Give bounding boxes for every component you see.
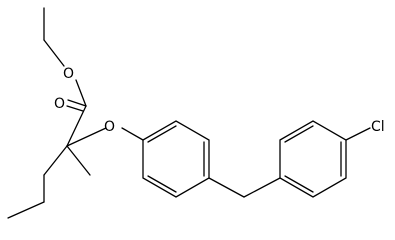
ring2-inner-bond-a — [284, 125, 314, 143]
ether-oxygen-label: O — [104, 119, 115, 135]
bond-propyl-3 — [7, 201, 45, 219]
bond-ch2-ring2 — [243, 177, 281, 198]
bond-ring1-ch2 — [208, 177, 245, 198]
bond-ester-o-carbonyl — [75, 79, 87, 107]
chlorine-label: Cl — [371, 119, 385, 135]
bond-quaternary-ether-o — [66, 127, 107, 147]
bond-carbonyl-double-b — [66, 105, 84, 112]
benzene-ring-phenoxy — [142, 120, 210, 198]
ring1-inner-bond-a — [147, 125, 177, 143]
bond-carbonyl-quaternary — [66, 105, 87, 147]
bond-ether-o-ring — [121, 127, 144, 141]
bond-ring-cl — [345, 127, 371, 141]
ester-oxygen-label: O — [63, 66, 74, 82]
bond-carbonyl-double-a — [67, 99, 87, 107]
structure-diagram: O O O Cl — [7, 7, 385, 219]
ring1-inner-bond-c — [147, 175, 177, 193]
benzene-ring-chlorophenyl — [279, 120, 347, 198]
bond-propyl-1 — [43, 145, 68, 176]
bond-ethyl-ch2-o — [43, 39, 65, 67]
ring2-inner-bond-c — [284, 175, 314, 193]
carbonyl-oxygen-label: O — [54, 96, 65, 112]
bond-methyl — [66, 145, 91, 176]
